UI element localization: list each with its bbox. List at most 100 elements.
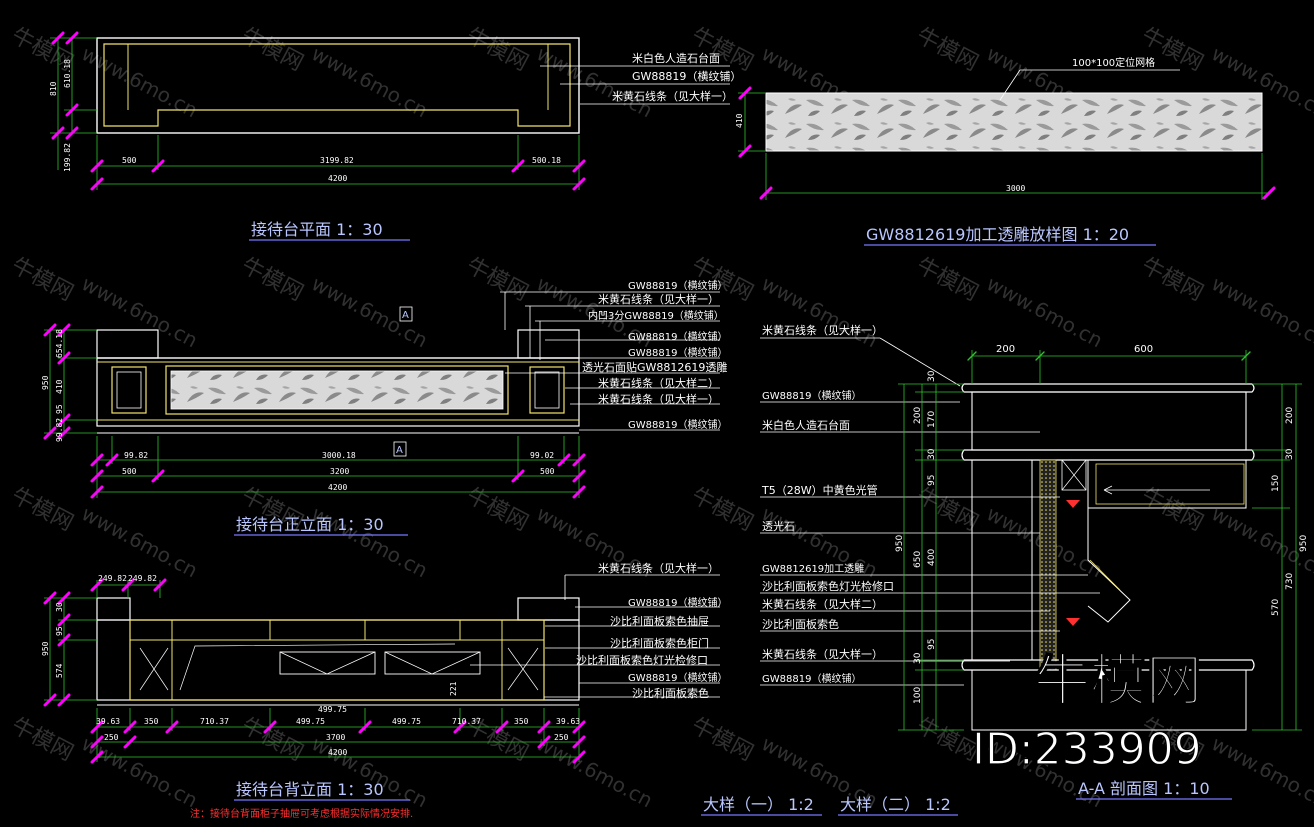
back-dim-inner: 221	[449, 681, 458, 696]
section-aa-view: 米黄石线条（见大样一） GW88819（横纹铺） 米白色人造石台面 T5（28W…	[760, 323, 1309, 800]
plan-dim-left-3: 199.82	[63, 143, 72, 172]
back-title: 接待台背立面 1：30	[236, 780, 384, 799]
watermark-cn-21: 牛模网	[687, 713, 757, 766]
watermark-url-6: www.6mo.cn	[78, 271, 202, 352]
back-dim-mid-2: 3700	[326, 733, 345, 742]
section-dim-left-4: 30	[927, 448, 937, 460]
brand-logo: 牛模网	[1034, 649, 1202, 714]
section-callout-11: GW88819（横纹铺）	[762, 672, 861, 685]
carve-dim-height: 410	[735, 113, 744, 128]
front-dim-mid-2: 3200	[330, 467, 349, 476]
back-callout-3: 沙比利面板索色抽屉	[610, 614, 709, 628]
plan-dim-left-1: 810	[49, 81, 58, 96]
watermark-cn-10: 牛模网	[912, 253, 982, 306]
front-callout-6: 透光石面贴GW8812619透雕	[582, 360, 727, 374]
front-dim-left-3: 410	[55, 379, 64, 394]
front-section-mark-bottom: A	[396, 445, 403, 456]
plan-callout-1: 米白色人造石台面	[632, 51, 720, 65]
back-elevation-view: 米黄石线条（见大样一） GW88819（横纹铺） 沙比利面板索色抽屉 沙比利面板…	[41, 561, 727, 820]
front-callout-7: 米黄石线条（见大样二）	[598, 376, 719, 390]
back-dim-2: 350	[144, 717, 159, 726]
watermark-url-11: www.6mo.cn	[1208, 271, 1314, 352]
back-dim-9: 39.63	[556, 717, 580, 726]
watermark-cn-18: 牛模网	[7, 713, 77, 766]
front-dim-mid-1: 500	[122, 467, 137, 476]
section-dim-left-8: 400	[927, 549, 937, 566]
section-callout-6: GW8812619加工透雕	[762, 562, 864, 575]
watermark-cn-7: 牛模网	[237, 253, 307, 306]
section-dim-right-4: 950	[1299, 535, 1309, 552]
plan-dim-3: 500.18	[532, 156, 561, 165]
back-dim-6: 499.75	[318, 705, 347, 714]
section-dim-left-7: 650	[913, 551, 923, 568]
front-callout-8: 米黄石线条（见大样一）	[598, 392, 719, 406]
carve-grid-label: 100*100定位网格	[1072, 56, 1155, 69]
front-title: 接待台正立面 1：30	[236, 515, 384, 534]
front-callout-9: GW88819（横纹铺）	[628, 418, 727, 431]
section-dim-right-2: 30	[1285, 448, 1295, 460]
back-dim-total: 4200	[328, 748, 347, 757]
section-dim-left-10: 30	[913, 652, 923, 664]
section-dim-left-2: 200	[913, 407, 923, 424]
plan-dim-1: 500	[122, 156, 137, 165]
section-dim-right-1: 200	[1285, 407, 1295, 424]
front-dim-inner-3: 99.02	[530, 451, 554, 460]
section-callout-4: T5（28W）中黄色光管	[761, 483, 878, 497]
back-dim-7: 710.37	[452, 717, 481, 726]
watermark-url-20: www.6mo.cn	[533, 731, 657, 812]
carve-pattern-view: 100*100定位网格 3000 410 GW8812619加工透雕放样图 1：…	[735, 56, 1276, 246]
section-dim-top-1: 200	[996, 344, 1015, 355]
watermark-url-9: www.6mo.cn	[758, 271, 882, 352]
back-top-dim-1: 249.82	[98, 574, 127, 583]
back-callout-6: GW88819（横纹铺）	[628, 671, 727, 684]
section-title: A-A 剖面图 1：10	[1078, 779, 1210, 798]
section-callout-8: 米黄石线条（见大样二）	[762, 597, 883, 611]
back-callout-2: GW88819（横纹铺）	[628, 596, 727, 609]
plan-callout-3: 米黄石线条（见大样一）	[612, 89, 733, 103]
front-dim-inner-2: 3000.18	[322, 451, 356, 460]
back-dim-4: 499.75	[296, 717, 325, 726]
plan-dim-total: 4200	[328, 174, 347, 183]
back-callout-7: 沙比利面板索色	[632, 686, 709, 700]
plan-dim-left-2: 610.18	[63, 59, 72, 88]
back-dim-left-4: 30	[55, 602, 64, 612]
detail-title-1: 大样（一） 1:2	[703, 795, 814, 814]
front-callout-3: 内凹3分GW88819（横纹铺）	[588, 309, 724, 322]
front-section-mark-top: A	[402, 310, 409, 321]
back-dim-8: 350	[514, 717, 529, 726]
section-dim-right-6: 570	[1271, 599, 1281, 616]
watermark-cn-12: 牛模网	[7, 483, 77, 536]
footnote: 注：接待台背面柜子抽屉可考虑根据实际情况安排.	[190, 807, 413, 820]
front-dim-inner-1: 99.82	[124, 451, 148, 460]
section-callout-10: 米黄石线条（见大样一）	[762, 647, 883, 661]
section-dim-right-3: 150	[1271, 475, 1281, 492]
section-dim-left-11: 100	[913, 687, 923, 704]
detail-title-2: 大样（二） 1:2	[840, 795, 951, 814]
watermark-cn-2: 牛模网	[462, 23, 532, 76]
plan-callout-2: GW88819（横纹铺）	[632, 69, 741, 83]
back-callout-4: 沙比利面板索色柜门	[610, 636, 709, 650]
section-dim-right-5: 730	[1285, 573, 1295, 590]
plan-view: 米白色人造石台面 GW88819（横纹铺） 米黄石线条（见大样一） 500 31…	[49, 31, 741, 241]
back-dim-left-2: 574	[55, 663, 64, 678]
watermark-cn-6: 牛模网	[7, 253, 77, 306]
brand-id: ID:233909	[972, 724, 1202, 775]
front-callout-4: GW88819（横纹铺）	[628, 330, 727, 343]
front-dim-total: 4200	[328, 483, 347, 492]
section-dim-left-5: 95	[927, 475, 937, 486]
section-callout-1: 米黄石线条（见大样一）	[762, 323, 883, 337]
front-dim-left-4: 95	[55, 404, 64, 414]
front-dim-mid-3: 500	[540, 467, 555, 476]
back-callout-5: 沙比利面板索色灯光检修口	[576, 653, 708, 667]
front-callout-5: GW88819（横纹铺）	[628, 346, 727, 359]
front-elevation-view: A A GW88819（横纹铺） 米黄石线条（见大样一） 内凹3分GW88819…	[41, 279, 727, 536]
watermark-url-7: www.6mo.cn	[308, 271, 432, 352]
carve-dim-width: 3000	[1006, 184, 1025, 193]
front-callout-1: GW88819（横纹铺）	[628, 279, 727, 292]
watermark-cn-17: 牛模网	[1137, 483, 1207, 536]
section-dim-left-9: 95	[927, 639, 937, 650]
front-callout-2: 米黄石线条（见大样一）	[598, 292, 719, 306]
front-dim-left-2: 654.18	[55, 329, 64, 358]
section-dim-top-2: 600	[1134, 344, 1153, 355]
